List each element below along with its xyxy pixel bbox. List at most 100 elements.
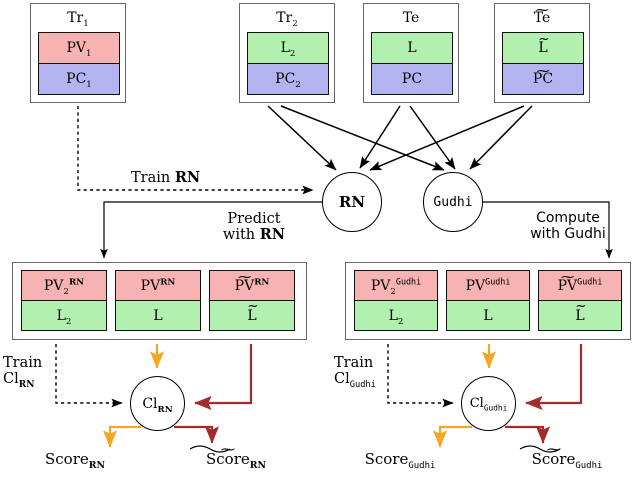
rn-card2-bottom: L bbox=[115, 300, 201, 331]
t: Gudhi bbox=[577, 275, 603, 286]
tilde-accent-icon: ~ bbox=[236, 270, 253, 286]
te-tilde-title-text: ~Te bbox=[533, 3, 551, 26]
t: Gudhi bbox=[349, 380, 376, 391]
train-cl-rn-line1: Train bbox=[3, 355, 43, 371]
compute-line1: Compute bbox=[536, 210, 600, 226]
tilde-accent-icon: ~ bbox=[544, 442, 563, 459]
t: Score bbox=[45, 450, 89, 468]
arrow-sources-to-engines bbox=[267, 105, 533, 171]
tr2-cell-pc2-label: PC2 bbox=[275, 71, 301, 89]
t: ~PV bbox=[234, 271, 255, 294]
t: Cl bbox=[334, 371, 350, 388]
t: PC bbox=[532, 71, 554, 87]
classifier-node-cl-rn-label: ClRN bbox=[142, 397, 173, 415]
te-cell-l-label: L bbox=[407, 40, 417, 56]
rn-card3-bottom-label: ~L bbox=[247, 300, 258, 324]
t: RN bbox=[174, 169, 201, 186]
tilde-accent-icon: ~ bbox=[559, 270, 576, 286]
edge-label-train-rn: Train RN bbox=[131, 169, 201, 186]
gudhi-card2-bottom: L bbox=[446, 300, 530, 331]
t: ~PC bbox=[532, 64, 554, 87]
engine-node-rn[interactable]: RN bbox=[322, 172, 382, 232]
t: PV bbox=[140, 277, 161, 294]
t: 2 bbox=[397, 316, 404, 327]
dataset-box-te-title: Te bbox=[364, 11, 458, 25]
t: PV bbox=[234, 277, 255, 294]
train-cl-gudhi-line1: Train bbox=[334, 355, 374, 371]
gudhi-card3-top: ~PVGudhi bbox=[538, 270, 622, 301]
arrow-train-cl-rn bbox=[55, 344, 123, 408]
rn-card3-top-label: ~PVRN bbox=[234, 271, 270, 294]
arrow-test-ltilde-to-cl-rn bbox=[194, 344, 253, 411]
te-tilde-cell-pc: ~PC bbox=[502, 63, 584, 95]
gudhi-card2-top-label: PVGudhi bbox=[465, 275, 511, 294]
rn-card2-top: PVRN bbox=[115, 270, 201, 301]
engine-node-rn-label: RN bbox=[338, 192, 366, 211]
classifier-node-cl-rn[interactable]: ClRN bbox=[130, 376, 185, 431]
results-panel-rn: PV2RN L2 PVRN L ~PVRN ~L bbox=[12, 262, 307, 340]
train-cl-gudhi-line2: ClGudhi bbox=[334, 371, 376, 391]
t: L bbox=[247, 307, 257, 324]
tilde-accent-icon: ~ bbox=[575, 299, 587, 315]
t: L bbox=[280, 40, 290, 56]
tilde-accent-icon: ~ bbox=[219, 442, 237, 459]
t: 1 bbox=[86, 79, 92, 90]
te-cell-pc: PC bbox=[371, 63, 453, 95]
tr1-title-sub: 1 bbox=[83, 18, 89, 29]
t: Cl bbox=[3, 371, 19, 388]
gudhi-card2-top: PVGudhi bbox=[446, 270, 530, 301]
score-gudhi-text: ScoreGudhi bbox=[365, 450, 436, 471]
t: with bbox=[222, 227, 256, 244]
t: L bbox=[575, 307, 585, 324]
rn-card1-bottom-label: L2 bbox=[56, 307, 72, 326]
t: RN bbox=[259, 226, 286, 244]
dataset-box-tr1-title: Tr1 bbox=[31, 10, 125, 28]
t: ~L bbox=[575, 300, 586, 324]
rn-card2-bottom-label: L bbox=[153, 307, 163, 324]
t: Gudhi bbox=[395, 275, 422, 286]
gudhi-card3-bottom: ~L bbox=[538, 300, 622, 331]
t: ~Score bbox=[532, 443, 576, 467]
t: Gudhi bbox=[408, 461, 436, 471]
rn-card2-top-label: PVRN bbox=[140, 276, 176, 294]
t: L bbox=[56, 307, 66, 324]
t: PC bbox=[275, 71, 296, 87]
edge-label-predict-with-rn: Predict with RN bbox=[194, 211, 314, 243]
t: PV bbox=[465, 277, 486, 294]
classifier-node-cl-gudhi[interactable]: ClGudhi bbox=[461, 376, 516, 431]
t: Gudhi bbox=[564, 225, 606, 242]
t: Gudhi bbox=[485, 275, 511, 286]
t: RN bbox=[157, 404, 173, 415]
arrow-cl-gudhi-to-score-tilde bbox=[505, 425, 551, 444]
tr2-title-sub: 2 bbox=[292, 18, 298, 29]
engine-node-gudhi[interactable]: Gudhi bbox=[423, 172, 483, 232]
t: RN bbox=[88, 460, 105, 471]
results-panel-gudhi: PV2Gudhi L2 PVGudhi L ~PVGudhi ~L bbox=[345, 262, 631, 340]
compute-line2: with Gudhi bbox=[505, 225, 631, 243]
tr1-cell-pv1-label: PV1 bbox=[66, 40, 91, 58]
train-cl-rn-line2: ClRN bbox=[3, 371, 42, 389]
arrow-test-ltilde-to-cl-gudhi bbox=[525, 344, 583, 411]
t: PV bbox=[43, 277, 64, 294]
dataset-box-tr2-title: Tr2 bbox=[240, 11, 334, 28]
te-tilde-cell-pc-label: ~PC bbox=[532, 64, 554, 87]
engine-node-gudhi-label: Gudhi bbox=[433, 194, 473, 210]
t: 1 bbox=[86, 48, 92, 59]
tr1-title-text: Tr bbox=[67, 10, 84, 26]
gudhi-card1-top: PV2Gudhi bbox=[354, 270, 438, 301]
arrow-cl-rn-to-score bbox=[102, 425, 141, 448]
t: Gudhi bbox=[483, 403, 508, 413]
tr1-cell-pc1-label: PC1 bbox=[66, 72, 92, 89]
tr2-cell-pc2: PC2 bbox=[247, 63, 329, 95]
t: RN bbox=[160, 276, 176, 287]
t: ~Score bbox=[206, 443, 250, 467]
t: PV bbox=[66, 40, 86, 56]
edge-label-compute-with-gudhi: Compute with Gudhi bbox=[505, 210, 631, 243]
score-rn-tilde-text: ~ScoreRN bbox=[206, 443, 266, 470]
t: 2 bbox=[289, 48, 296, 59]
t: L bbox=[388, 307, 398, 324]
t: Te bbox=[533, 10, 551, 26]
t: PV bbox=[370, 277, 391, 294]
score-label-gudhi-tilde: ~ScoreGudhi bbox=[500, 443, 634, 470]
tr2-cell-l2: L2 bbox=[247, 32, 329, 64]
